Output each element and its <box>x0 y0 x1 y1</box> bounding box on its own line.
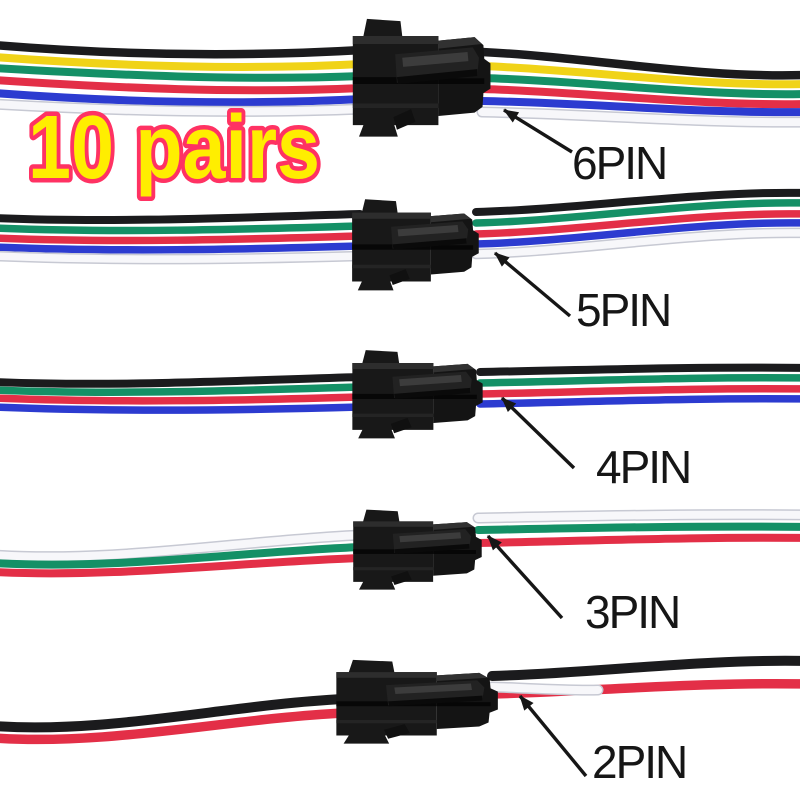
pin-label-5pin: 5PIN <box>576 284 672 336</box>
callout-arrows-layer <box>486 108 588 778</box>
cable-row-5pin <box>0 188 800 291</box>
callout-arrow-5pin <box>493 251 572 318</box>
pin-label-6pin: 6PIN <box>572 137 668 189</box>
cable-row-2pin <box>0 655 800 745</box>
wire-blue-left-5pin <box>0 242 364 254</box>
wire-white-left-5pin <box>0 252 364 263</box>
wire-red-left-5pin <box>0 232 364 245</box>
cable-row-3pin <box>0 509 800 590</box>
wire-green-left-4pin <box>0 383 364 396</box>
wire-black-right-6pin <box>477 47 800 80</box>
connector-2pin <box>336 659 498 744</box>
wire-white-right-6pin <box>478 108 800 127</box>
promo-text: 10 pairs <box>28 98 320 198</box>
wire-green-left-6pin <box>0 64 366 82</box>
wire-black-left-5pin <box>0 210 364 225</box>
wire-yellow-right-6pin <box>478 62 800 89</box>
wire-black-right-2pin <box>487 655 800 681</box>
wire-white-left-3pin <box>0 531 365 561</box>
callout-arrow-6pin <box>503 108 573 154</box>
wire-black-right-4pin <box>476 363 800 376</box>
wire-green-right-3pin <box>474 522 800 534</box>
wire-green-right-5pin <box>472 199 800 227</box>
wire-black-right-5pin <box>472 188 800 216</box>
wire-white-right-3pin <box>474 510 800 522</box>
cable-row-6pin <box>0 18 800 137</box>
wire-blue-left-4pin <box>0 403 364 414</box>
wire-green-right-6pin <box>478 74 800 99</box>
wire-black-left-2pin <box>0 694 349 733</box>
wire-red-left-2pin <box>0 708 349 745</box>
wire-green-left-5pin <box>0 222 364 235</box>
connector-4pin <box>352 350 483 439</box>
wire-blue-right-5pin <box>472 219 800 248</box>
cable-row-4pin <box>0 350 800 439</box>
wire-yellow-left-6pin <box>0 53 366 71</box>
wire-red-left-4pin <box>0 393 364 405</box>
callout-arrow-4pin <box>500 396 576 470</box>
wire-black-left-4pin <box>0 373 364 388</box>
pin-label-4pin: 4PIN <box>596 441 692 493</box>
wire-white-stub-2pin <box>488 683 602 695</box>
wire-white-right-5pin <box>472 229 800 258</box>
callout-arrow-3pin <box>486 534 564 620</box>
wire-black-left-6pin <box>0 41 367 59</box>
wire-red-right-3pin <box>474 533 800 547</box>
wire-red-left-3pin <box>0 554 365 578</box>
wire-blue-right-6pin <box>478 97 800 117</box>
promo-banner: 10 pairs <box>24 94 325 203</box>
wire-blue-right-4pin <box>476 394 800 408</box>
wire-green-left-3pin <box>0 543 365 569</box>
wire-red-right-4pin <box>476 384 800 398</box>
connector-3pin <box>353 509 482 590</box>
wire-red-left-6pin <box>0 76 366 95</box>
wire-white-left-6pin <box>0 100 366 116</box>
wire-red-right-6pin <box>478 85 800 109</box>
cable-rows-layer <box>0 18 800 745</box>
pin-label-3pin: 3PIN <box>585 586 681 638</box>
wire-red-right-5pin <box>472 210 800 238</box>
pin-label-2pin: 2PIN <box>592 736 688 788</box>
wire-blue-left-6pin <box>0 89 366 107</box>
wire-green-right-4pin <box>476 373 800 387</box>
callout-arrow-2pin <box>518 694 588 778</box>
